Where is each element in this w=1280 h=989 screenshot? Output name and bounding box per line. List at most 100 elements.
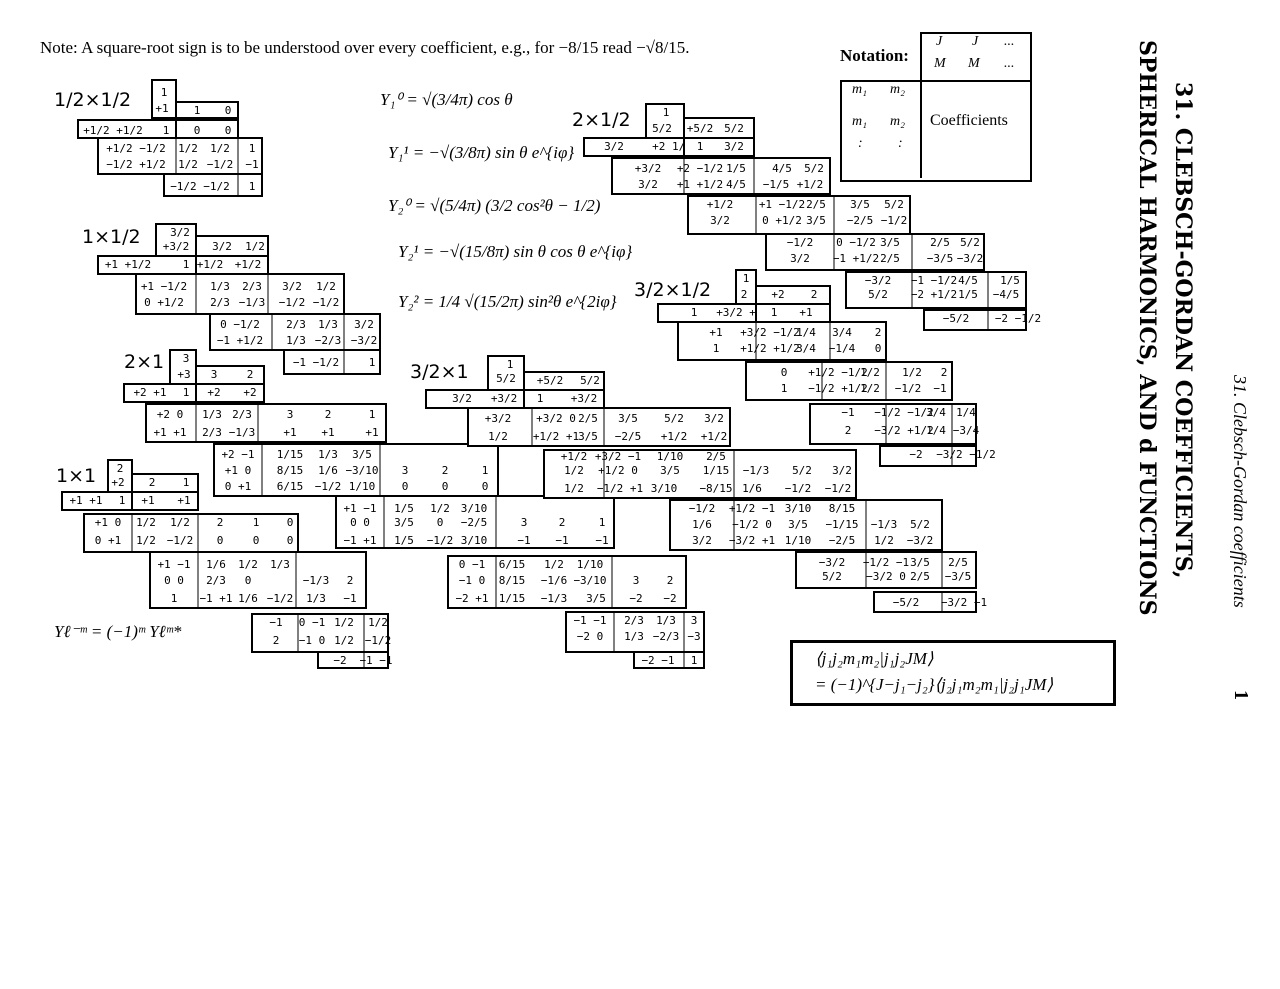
cg-cell: 2/3 [624, 614, 644, 627]
cg-block [149, 551, 367, 609]
cg-cell: 5/2 [792, 464, 812, 477]
cg-cell: 1/3 [210, 280, 230, 293]
cg-cell: −1/2 [207, 158, 234, 171]
cg-cell: 0 [194, 124, 201, 137]
cg-block [677, 321, 887, 361]
cg-cell: 1/3 [318, 448, 338, 461]
notation-dots1: ... [1004, 34, 1015, 49]
cg-cell: 1/3 [624, 630, 644, 643]
cg-cell: 0 [287, 534, 294, 547]
cg-cell: 0 +1/2 [144, 296, 184, 309]
cg-cell: 1/5 [394, 502, 414, 515]
cg-cell: 5/2 [868, 288, 888, 301]
y21-formula: Y₂¹ = −√(15/8π) sin θ cos θ e^{iφ} [398, 242, 633, 261]
cg-block [335, 495, 615, 549]
cg-cell: 3/5 [660, 464, 680, 477]
cg-jm-header [195, 365, 265, 385]
cg-cell: 1/3 [306, 592, 326, 605]
cg-block [611, 157, 831, 195]
cg-cell: +3/2 [635, 162, 662, 175]
cg-cell: +1/2 +1/2 [740, 342, 800, 355]
cg-cell: 3 [521, 516, 528, 529]
cg-cell: 2 [347, 574, 354, 587]
cg-cell: 2/3 [202, 426, 222, 439]
cg-block [765, 233, 985, 271]
cg-cell: 1/3 [318, 318, 338, 331]
cg-cell: −1 [933, 382, 946, 395]
cg-cell: 2/3 [232, 408, 252, 421]
cg-cell: 1/4 [796, 326, 816, 339]
cg-cell: +2 [207, 386, 220, 399]
cg-cell: +1 −1/2 [759, 198, 805, 211]
cg-cell: 3/2 [790, 252, 810, 265]
cg-cell: 5/2 [580, 374, 600, 387]
cg-cell: 3/2 [710, 214, 730, 227]
cg-cell: 3 [211, 368, 218, 381]
cg-cell: +3/2 [485, 412, 512, 425]
cg-cell: 1 [249, 180, 256, 193]
cg-cell: 2/5 [706, 450, 726, 463]
cg-cell: −2/3 [653, 630, 680, 643]
y11-formula: Y₁¹ = −√(3/8π) sin θ e^{iφ} [388, 143, 575, 162]
cg-cell: +1/2 [797, 178, 824, 191]
cg-cell: −1/3 [239, 296, 266, 309]
cg-cell: 1 [691, 306, 698, 319]
note-text: Note: A square-root sign is to be unders… [40, 38, 690, 57]
cg-cell: 3/5 [394, 516, 414, 529]
cg-cell: −3/2 [907, 534, 934, 547]
cg-cell: 1 [249, 142, 256, 155]
cg-cell: 1/2 [334, 616, 354, 629]
cg-cell: −3/2 [819, 556, 846, 569]
cg-cell: −1/6 [541, 574, 568, 587]
cg-cell: −1/2 [787, 236, 814, 249]
cg-cell: +1 0 [95, 516, 122, 529]
cg-cell: −1/3 [541, 592, 568, 605]
cg-cell: +1 +1 [153, 426, 186, 439]
cg-cell: +1 −1 [343, 502, 376, 515]
cg-cell: 1/2 [564, 464, 584, 477]
cg-cell: 3/4 [926, 406, 946, 419]
cg-cell: 0 −1/2 [220, 318, 260, 331]
cg-cell: 1/4 [956, 406, 976, 419]
cg-cell: 3/5 [618, 412, 638, 425]
cg-cell: +1 −1/2 [141, 280, 187, 293]
cg-cell: 1/2 [488, 430, 508, 443]
cg-cell: 1/2 [564, 482, 584, 495]
cg-cell: −1 +1/2 [833, 252, 879, 265]
cg-cell: 1 [119, 494, 126, 507]
cg-cell: −2 +1 [455, 592, 488, 605]
cg-cell: 3 [402, 464, 409, 477]
cg-cell: 8/15 [499, 574, 526, 587]
cg-cell: −1/2 +1 [597, 482, 643, 495]
cg-cell: 1/5 [726, 162, 746, 175]
cg-cell: −1/2 [279, 296, 306, 309]
cg-block [135, 273, 345, 315]
cg-cell: 3/2 [354, 318, 374, 331]
cg-cell: 1 [781, 382, 788, 395]
cg-cell: 1/3 [656, 614, 676, 627]
cg-cell: +3/2 [163, 240, 190, 253]
cg-cell: −3/2 −1 [941, 596, 987, 609]
cg-cell: 3/5 [352, 448, 372, 461]
cg-cell: +1 [155, 102, 168, 115]
cg-cell: −1/2 −1/2 [170, 180, 230, 193]
cg-cell: 0 0 [164, 574, 184, 587]
cg-cell: 2 [741, 288, 748, 301]
cg-cell: 1 [771, 306, 778, 319]
cg-cell: −3/2 +1/2 [874, 424, 934, 437]
cg-cell: +1/2 [561, 450, 588, 463]
cg-cell: 2/5 [948, 556, 968, 569]
cg-cell: +2 0 [157, 408, 184, 421]
cg-block [795, 551, 977, 589]
cg-cell: −1 +1/2 [217, 334, 263, 347]
cg-cell: 3 [691, 614, 698, 627]
cg-cell: 1 [697, 140, 704, 153]
cg-cell: −1/2 +1/2 [106, 158, 166, 171]
cg-cell: 2 [325, 408, 332, 421]
cg-cell: 1 [163, 124, 170, 137]
cg-cell: 1 [369, 408, 376, 421]
cg-cell: 3/10 [651, 482, 678, 495]
cg-cell: −4/5 [993, 288, 1020, 301]
cg-cell: 3 [633, 574, 640, 587]
